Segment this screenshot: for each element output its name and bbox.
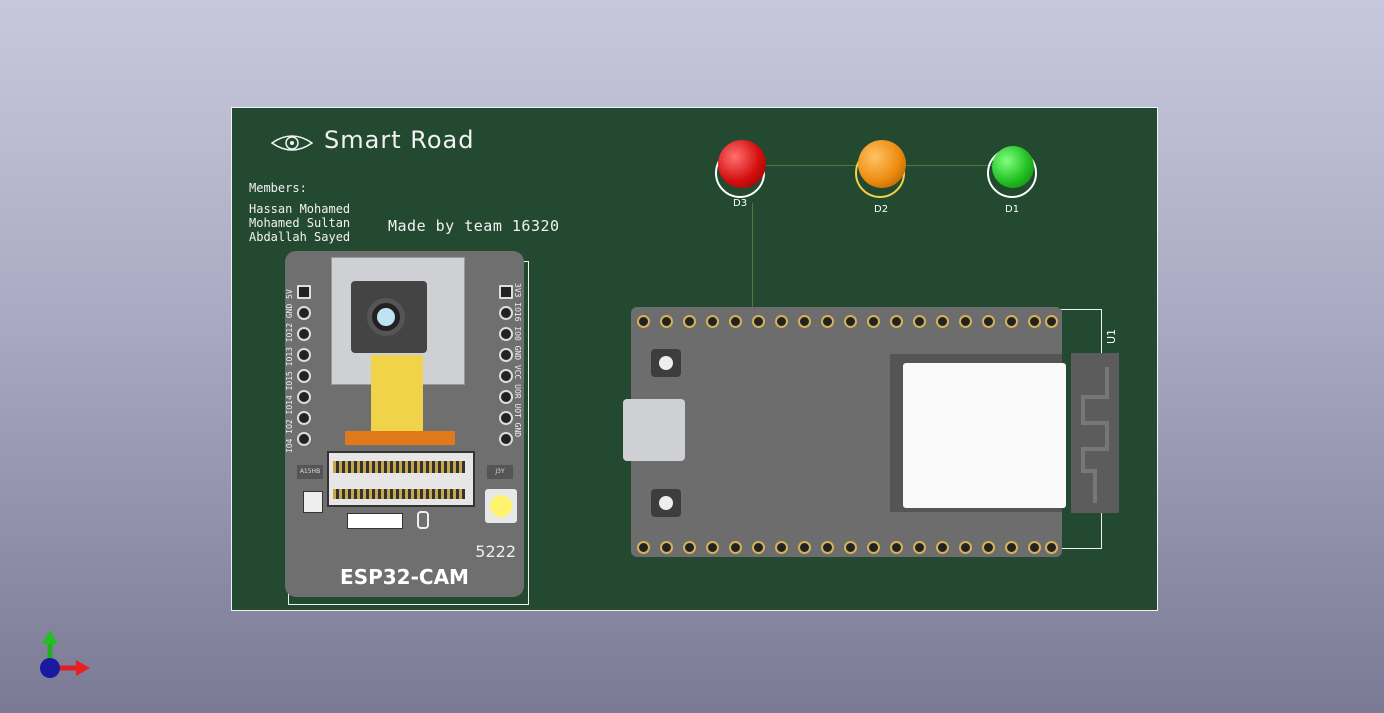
header-pin	[959, 541, 972, 554]
header-pin	[1045, 315, 1058, 328]
header-pin	[982, 541, 995, 554]
header-pin	[844, 541, 857, 554]
header-pin	[499, 285, 513, 299]
esp32-cam-module[interactable]: A15HB J3Y IO4 IO2 IO14 IO15	[285, 251, 524, 597]
header-pin	[706, 541, 719, 554]
left-pin-labels: IO4 IO2 IO14 IO15 IO13 IO12 GND 5V	[285, 289, 294, 453]
member-name: Mohamed Sultan	[249, 216, 351, 230]
header-pin	[1045, 541, 1058, 554]
header-pin	[775, 541, 788, 554]
usb-connector	[623, 399, 685, 461]
members-heading: Members:	[249, 181, 307, 195]
header-pin	[890, 541, 903, 554]
header-pin	[1005, 315, 1018, 328]
header-pin	[821, 315, 834, 328]
header-pin	[637, 541, 650, 554]
u1-ref-label: U1	[1105, 328, 1119, 345]
header-pin	[499, 327, 513, 341]
led-trace	[752, 203, 753, 307]
header-pin	[752, 315, 765, 328]
reset-button[interactable]	[651, 489, 681, 517]
led-d2[interactable]	[858, 140, 906, 188]
led-d1[interactable]	[992, 146, 1034, 188]
header-pin	[297, 432, 311, 446]
header-pin	[729, 315, 742, 328]
fpc-contacts	[333, 461, 465, 473]
header-pin	[297, 369, 311, 383]
fpc-contacts	[333, 489, 465, 499]
header-pin	[1028, 541, 1041, 554]
header-pin	[297, 327, 311, 341]
right-pin-labels: 3V3 IO16 IO0 GND VCC UOR UOT GND	[513, 283, 522, 438]
member-name: Hassan Mohamed	[249, 202, 351, 216]
header-pin	[821, 541, 834, 554]
header-pin	[913, 541, 926, 554]
boot-button[interactable]	[651, 349, 681, 377]
team-credit: Made by team 16320	[388, 217, 560, 235]
header-pin	[936, 315, 949, 328]
camera-ribbon	[371, 355, 423, 435]
header-pin	[959, 315, 972, 328]
header-pin	[297, 285, 311, 299]
header-pin	[890, 315, 903, 328]
header-pin	[297, 348, 311, 362]
header-pin	[499, 390, 513, 404]
ic-marking: J3Y	[487, 465, 513, 479]
header-pin	[499, 432, 513, 446]
ic-marking: A15HB	[297, 465, 323, 479]
header-pin	[798, 315, 811, 328]
smd-component	[303, 491, 323, 513]
led-ref-label: D1	[1005, 204, 1020, 215]
header-pin	[297, 411, 311, 425]
header-pin	[798, 541, 811, 554]
header-pin	[660, 541, 673, 554]
header-pin	[729, 541, 742, 554]
camera-lens	[367, 298, 405, 336]
member-name: Abdallah Sayed	[249, 230, 351, 244]
header-pin	[982, 315, 995, 328]
header-pin	[844, 315, 857, 328]
eye-logo-icon	[270, 135, 314, 151]
resistor-array	[347, 513, 403, 529]
flash-led	[490, 495, 512, 517]
pcb-board: Smart Road Members: Hassan Mohamed Moham…	[231, 107, 1158, 611]
antenna-trace-icon	[1081, 367, 1109, 503]
header-pin	[297, 390, 311, 404]
led-ref-label: D3	[733, 198, 748, 209]
header-pin	[499, 369, 513, 383]
header-pin	[867, 541, 880, 554]
header-pin	[499, 348, 513, 362]
led-ref-label: D2	[874, 204, 889, 215]
header-pin	[499, 306, 513, 320]
header-pin	[867, 315, 880, 328]
header-pin	[936, 541, 949, 554]
header-pin	[1005, 541, 1018, 554]
header-pin	[752, 541, 765, 554]
esp32-devkit[interactable]	[623, 307, 1119, 557]
smd-capacitor	[417, 511, 429, 529]
header-pin	[660, 315, 673, 328]
header-pin	[683, 541, 696, 554]
header-pin	[297, 306, 311, 320]
ribbon-connector-tab	[345, 431, 455, 445]
header-pin	[637, 315, 650, 328]
module-label: ESP32-CAM	[340, 565, 469, 589]
lens-glass	[377, 308, 395, 326]
axis-gizmo-icon[interactable]	[36, 630, 96, 682]
header-pin	[913, 315, 926, 328]
header-pin	[499, 411, 513, 425]
rf-shield	[903, 363, 1066, 508]
led-d3[interactable]	[718, 140, 766, 188]
header-pin	[1028, 315, 1041, 328]
header-pin	[706, 315, 719, 328]
pcb-antenna	[1071, 353, 1119, 513]
module-number: 5222	[475, 542, 516, 561]
board-title: Smart Road	[324, 126, 475, 154]
header-pin	[683, 315, 696, 328]
header-pin	[775, 315, 788, 328]
